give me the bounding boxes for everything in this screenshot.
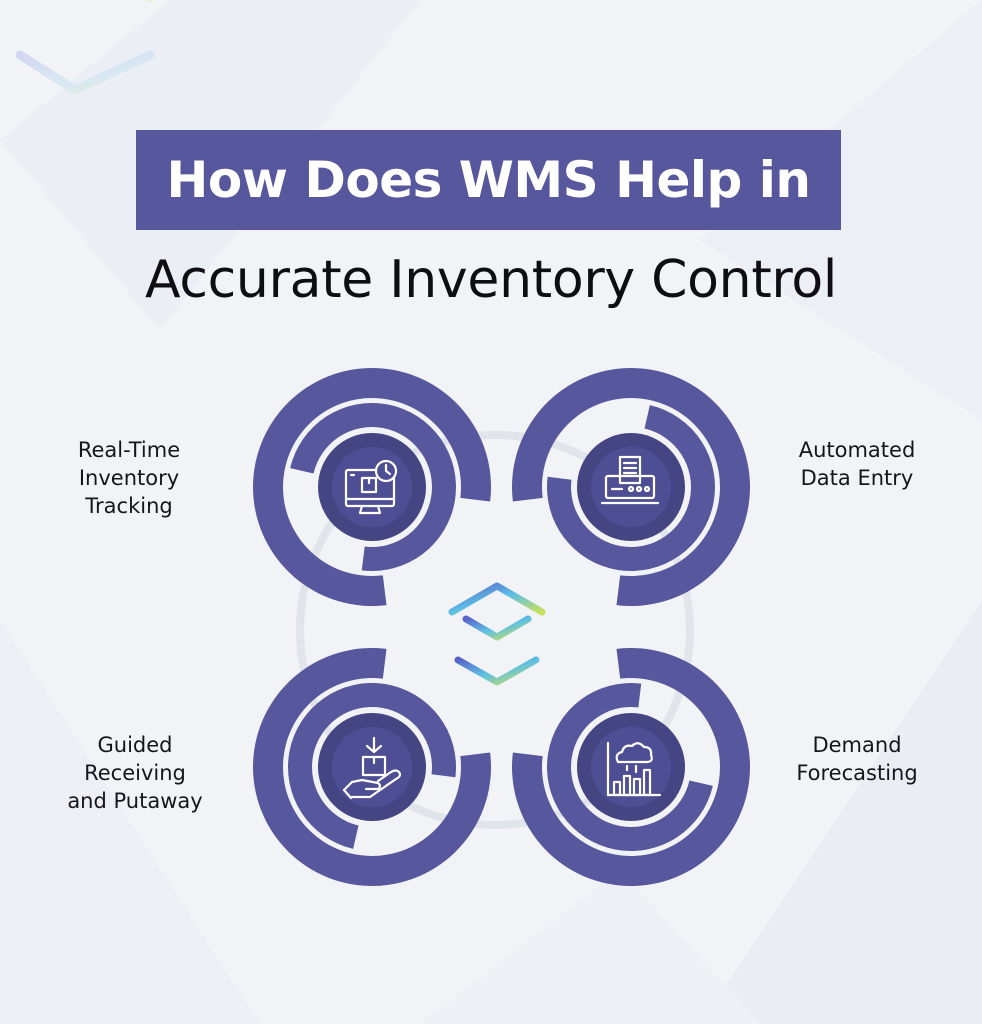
label-line: Data Entry <box>800 466 914 490</box>
label-line: Demand <box>812 733 902 757</box>
cube-logo-icon <box>448 582 546 686</box>
label-line: Tracking <box>85 494 173 518</box>
faint-cube-watermark-icon <box>15 0 155 95</box>
icon-disk-bl <box>332 727 412 807</box>
label-line: and Putaway <box>67 789 203 813</box>
label-line: Automated <box>798 438 916 462</box>
title-line-2: Accurate Inventory Control <box>144 250 838 310</box>
label-line: Forecasting <box>796 761 918 785</box>
cloud-chart-icon <box>606 741 662 797</box>
label-line: Real-Time <box>77 438 181 462</box>
quadrant-arcs <box>253 368 751 887</box>
label-line: Inventory <box>78 466 180 490</box>
hand-box-arrow-icon <box>342 736 402 800</box>
monitor-clock-icon <box>344 459 398 515</box>
label-line: Guided <box>97 733 173 757</box>
title-line-1: How Does WMS Help in <box>166 151 811 209</box>
icon-disk-tl <box>332 447 412 527</box>
label-real-time-inventory-tracking: Real-Time Inventory Tracking <box>14 436 244 520</box>
title-band: How Does WMS Help in <box>136 130 841 230</box>
label-automated-data-entry: Automated Data Entry <box>742 436 972 492</box>
label-line: Receiving <box>84 761 186 785</box>
center-ring <box>296 431 694 829</box>
label-demand-forecasting: Demand Forecasting <box>742 731 972 787</box>
printer-document-icon <box>600 455 660 505</box>
label-guided-receiving-and-putaway: Guided Receiving and Putaway <box>20 731 250 815</box>
